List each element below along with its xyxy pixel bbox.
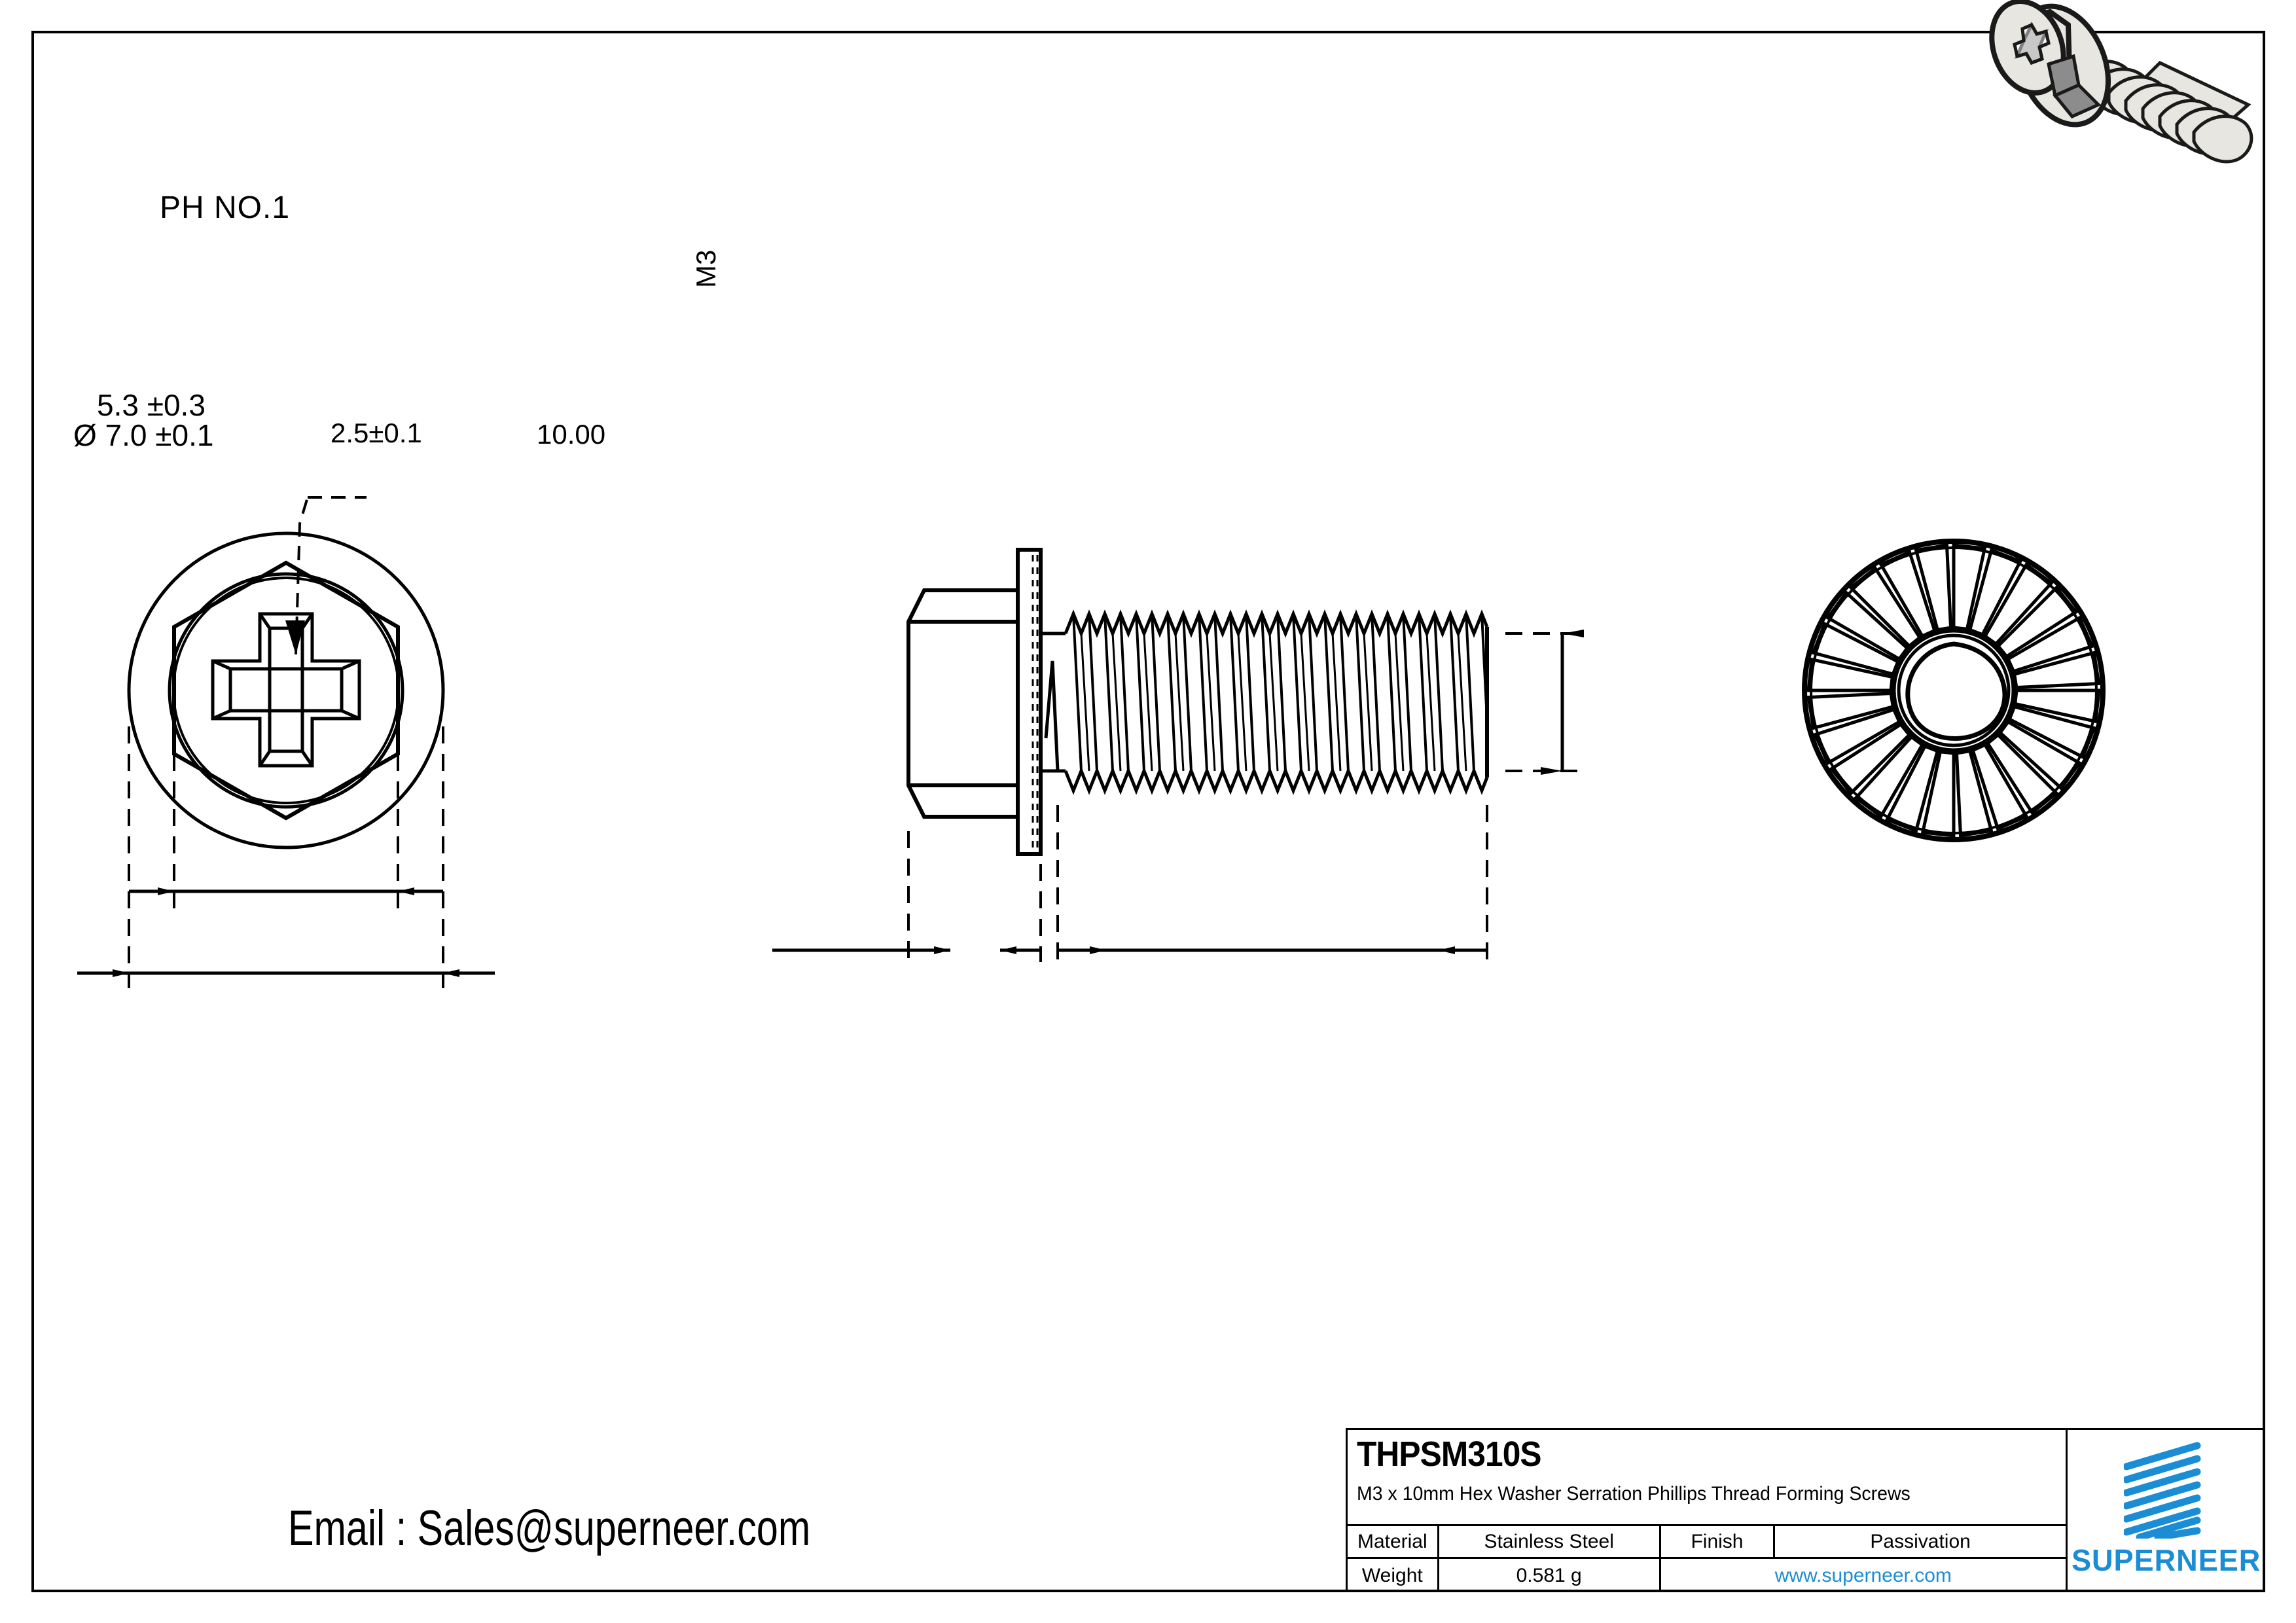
dimension-across-flats: 5.3 ±0.3: [97, 388, 206, 422]
diagonal-stripes-icon: [2124, 1442, 2201, 1539]
title-block-identity: THPSM310S M3 x 10mm Hex Washer Serration…: [1348, 1430, 2066, 1526]
material-value: Stainless Steel: [1439, 1525, 1661, 1558]
part-number: THPSM310S: [1357, 1435, 1542, 1474]
weight-value: 0.581 g: [1439, 1559, 1661, 1592]
dimension-flange-diameter: Ø 7.0 ±0.1: [73, 418, 214, 452]
dimension-thread-length: 10.00: [537, 419, 606, 450]
weight-label: Weight: [1348, 1559, 1439, 1592]
title-block-brand: SUPERNEER: [2068, 1430, 2265, 1592]
dimension-thread-size: M3: [691, 249, 721, 288]
drawing-border-frame: [31, 31, 2265, 1592]
dimension-head-height: 2.5±0.1: [331, 418, 422, 448]
finish-label: Finish: [1661, 1525, 1776, 1558]
contact-email-text: Email : Sales@superneer.com: [288, 1501, 811, 1556]
table-row: Weight 0.581 g www.superneer.com: [1348, 1559, 2066, 1592]
part-description: M3 x 10mm Hex Washer Serration Phillips …: [1357, 1483, 1910, 1505]
material-label: Material: [1348, 1525, 1439, 1558]
brand-wordmark: SUPERNEER: [2072, 1543, 2261, 1577]
callout-ph-no1: PH NO.1: [160, 190, 291, 225]
finish-value: Passivation: [1870, 1530, 1971, 1552]
website-link[interactable]: www.superneer.com: [1774, 1564, 1952, 1586]
title-block-left: THPSM310S M3 x 10mm Hex Washer Serration…: [1348, 1430, 2068, 1592]
table-row: Material Stainless Steel Finish Passivat…: [1348, 1525, 2066, 1560]
title-block: THPSM310S M3 x 10mm Hex Washer Serration…: [1346, 1428, 2265, 1592]
